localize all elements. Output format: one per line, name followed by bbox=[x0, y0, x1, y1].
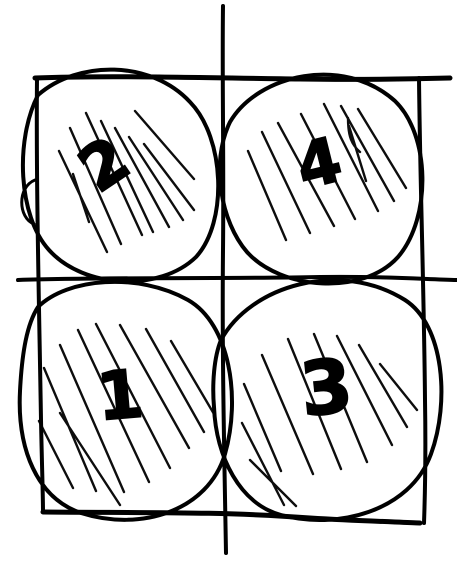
cell-label: 2 bbox=[66, 122, 143, 207]
cell-label: 3 bbox=[296, 343, 356, 434]
sketch-cell-top-left: 2 bbox=[22, 70, 218, 282]
sketch-cell-bottom-right: 3 bbox=[213, 280, 441, 520]
horizontal-divider-line bbox=[18, 277, 457, 280]
sketch-cell-bottom-left: 1 bbox=[20, 282, 232, 520]
cell-label: 1 bbox=[94, 355, 146, 436]
sketch-cell-top-right: 4 bbox=[220, 75, 423, 284]
grid-lines bbox=[18, 6, 457, 553]
top-frame-line bbox=[35, 77, 450, 80]
left-frame-line bbox=[37, 78, 43, 512]
